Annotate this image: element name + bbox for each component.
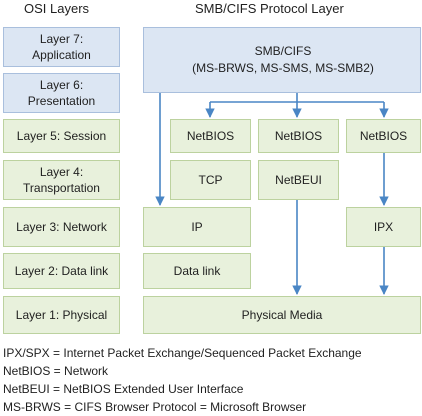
osi-layer-4-line1: Layer 4: xyxy=(39,165,84,179)
osi-layer-7-line1: Layer 7: xyxy=(39,32,84,46)
ip-label: IP xyxy=(191,220,203,234)
data-link-box: Data link xyxy=(143,253,251,289)
netbeui-label: NetBEUI xyxy=(275,173,322,187)
smb-cifs-subtitle: (MS-BRWS, MS-SMS, MS-SMB2) xyxy=(192,61,374,75)
osi-layer-6: Layer 6: Presentation xyxy=(3,73,120,113)
osi-layer-2-label: Layer 2: Data link xyxy=(14,264,109,278)
data-link-label: Data link xyxy=(173,264,221,278)
osi-layer-4: Layer 4: Transportation xyxy=(3,160,120,200)
smb-protocol-heading: SMB/CIFS Protocol Layer xyxy=(195,1,344,16)
osi-layer-1-label: Layer 1: Physical xyxy=(15,308,108,322)
physical-media-label: Physical Media xyxy=(241,308,323,322)
osi-layer-5-label: Layer 5: Session xyxy=(16,129,107,143)
ip-box: IP xyxy=(143,207,251,247)
physical-media-box: Physical Media xyxy=(143,296,421,334)
legend-line-4: MS-BRWS = CIFS Browser Protocol = Micros… xyxy=(3,400,307,414)
netbios-label-3: NetBIOS xyxy=(359,129,408,143)
legend-line-3: NetBEUI = NetBIOS Extended User Interfac… xyxy=(3,382,244,396)
osi-layer-5: Layer 5: Session xyxy=(3,119,120,153)
netbios-box-2: NetBIOS xyxy=(258,119,339,153)
osi-layer-7: Layer 7: Application xyxy=(3,27,120,67)
netbios-label-2: NetBIOS xyxy=(274,129,323,143)
tcp-label: TCP xyxy=(198,173,223,187)
osi-layer-6-line1: Layer 6: xyxy=(39,78,84,92)
smb-cifs-box xyxy=(143,27,421,93)
osi-layer-6-line2: Presentation xyxy=(27,94,96,108)
netbeui-box: NetBEUI xyxy=(258,160,339,200)
netbios-box-3: NetBIOS xyxy=(346,119,421,153)
ipx-label: IPX xyxy=(373,220,394,234)
legend-line-2: NetBIOS = Network xyxy=(3,364,109,378)
osi-layer-2: Layer 2: Data link xyxy=(3,253,120,289)
legend-line-1: IPX/SPX = Internet Packet Exchange/Seque… xyxy=(3,346,362,360)
osi-layer-4-line2: Transportation xyxy=(23,181,100,195)
osi-layer-3-label: Layer 3: Network xyxy=(16,220,107,234)
smb-cifs-title: SMB/CIFS xyxy=(254,44,312,58)
ipx-box: IPX xyxy=(346,207,421,247)
osi-layers-heading: OSI Layers xyxy=(24,1,90,16)
osi-layer-7-line2: Application xyxy=(32,48,91,62)
smb-cifs-label: SMB/CIFS (MS-BRWS, MS-SMS, MS-SMB2) xyxy=(145,27,421,93)
osi-layer-1: Layer 1: Physical xyxy=(3,296,120,334)
netbios-box-1: NetBIOS xyxy=(170,119,251,153)
tcp-box: TCP xyxy=(170,160,251,200)
osi-layer-3: Layer 3: Network xyxy=(3,207,120,247)
netbios-label-1: NetBIOS xyxy=(186,129,235,143)
